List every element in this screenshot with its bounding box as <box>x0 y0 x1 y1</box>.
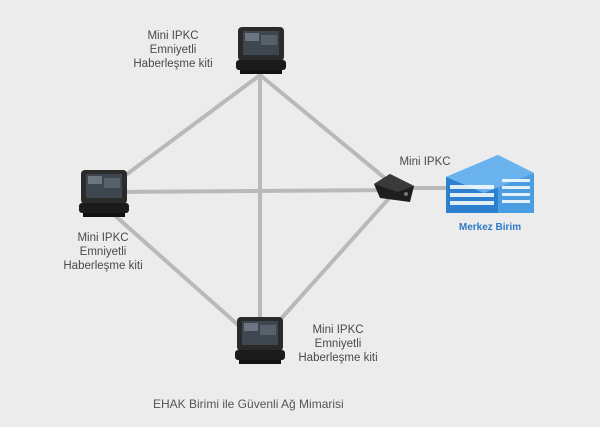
link-left-hub <box>101 188 394 194</box>
network-device-icon <box>374 174 414 202</box>
node-label-bottom: Mini IPKC Emniyetli Haberleşme kiti <box>298 324 378 364</box>
node-label-top: Mini IPKC Emniyetli Haberleşme kiti <box>133 30 213 70</box>
link-left-bottom <box>101 203 257 342</box>
laptop-case-icon <box>236 27 286 74</box>
node-label-hub: Mini IPKC <box>399 156 451 168</box>
diagram-caption: EHAK Birimi ile Güvenli Ağ Mimarisi <box>153 397 344 411</box>
links <box>101 73 450 342</box>
link-hub-bottom <box>260 193 394 342</box>
office-building-icon <box>446 155 534 213</box>
link-top-left <box>101 73 262 194</box>
center-label: Merkez Birim <box>458 222 522 233</box>
laptop-case-icon <box>79 170 129 217</box>
node-label-left: Mini IPKC Emniyetli Haberleşme kiti <box>63 232 143 272</box>
laptop-case-icon <box>235 317 285 364</box>
link-top-hub <box>258 73 394 186</box>
